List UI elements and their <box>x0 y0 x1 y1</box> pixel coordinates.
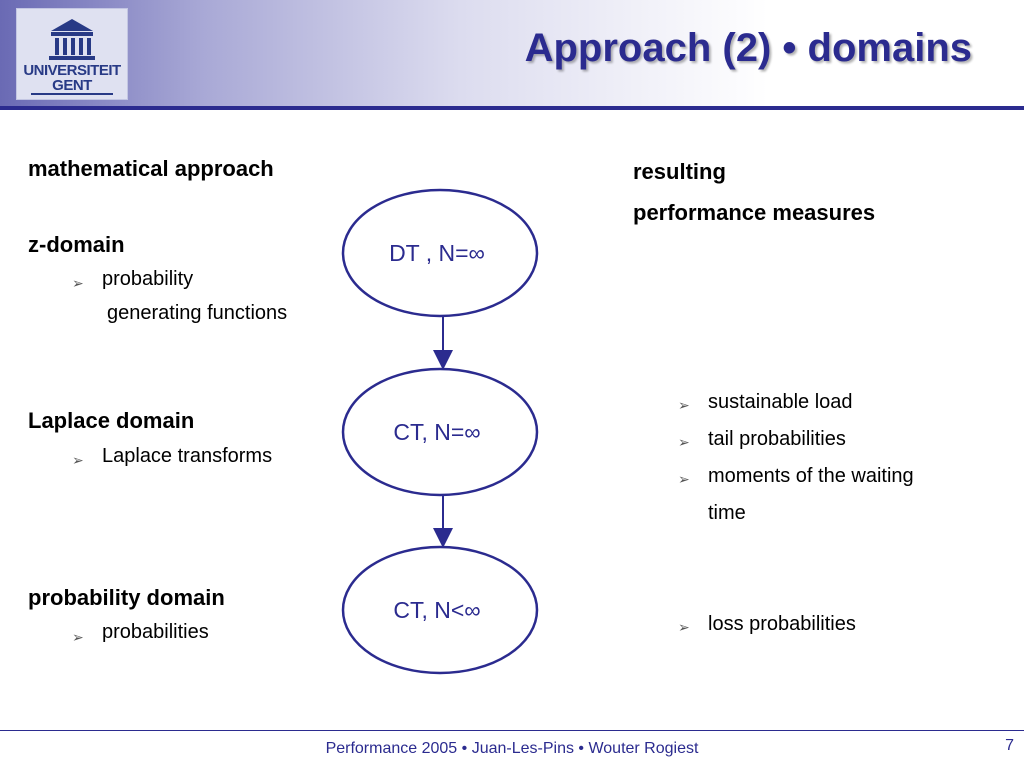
arrow-bullet-icon: ➢ <box>678 471 690 487</box>
measure-item: tail probabilities <box>708 428 846 450</box>
arrow-bullet-icon: ➢ <box>678 619 690 635</box>
node-ct-finite-label: CT, N<∞ <box>393 597 481 623</box>
z-domain-item-line2: generating functions <box>107 302 288 324</box>
arrow-bullet-icon: ➢ <box>678 434 690 450</box>
header-divider <box>0 106 1024 110</box>
arrow-bullet-icon: ➢ <box>678 397 690 413</box>
probability-domain-title: probability domain <box>28 585 225 610</box>
arrow-bullet-icon: ➢ <box>72 629 84 645</box>
footer-text: Performance 2005 • Juan-Les-Pins • Woute… <box>325 740 699 757</box>
university-logo: UNIVERSITEIT GENT <box>16 8 128 100</box>
arrow-bullet-icon: ➢ <box>72 452 84 468</box>
university-building-icon <box>31 19 113 95</box>
node-ct-inf-label: CT, N=∞ <box>393 419 481 445</box>
laplace-item: Laplace transforms <box>102 445 273 467</box>
z-domain-title: z-domain <box>28 232 125 257</box>
resulting-heading-line2: performance measures <box>633 200 876 225</box>
measure-item: sustainable load <box>708 391 853 413</box>
probability-item: probabilities <box>102 621 209 643</box>
header-bar <box>0 0 1024 108</box>
footer-divider <box>0 730 1024 731</box>
measure-item: time <box>708 502 746 524</box>
slide-title: Approach (2) • domains <box>524 26 972 70</box>
arrow-bullet-icon: ➢ <box>72 275 84 291</box>
logo-text-line2: GENT <box>52 77 92 94</box>
resulting-heading-line1: resulting <box>633 159 726 184</box>
math-approach-heading: mathematical approach <box>28 156 274 181</box>
node-dt-inf-label: DT , N=∞ <box>389 240 485 266</box>
measure-item: moments of the waiting <box>708 465 914 487</box>
node-dt-inf-ellipse <box>341 188 539 318</box>
laplace-domain-title: Laplace domain <box>28 408 195 433</box>
loss-probabilities-item: loss probabilities <box>708 613 856 635</box>
logo-text-line1: UNIVERSITEIT <box>23 62 121 79</box>
z-domain-item-line1: probability <box>102 268 194 290</box>
page-number: 7 <box>1005 737 1014 754</box>
